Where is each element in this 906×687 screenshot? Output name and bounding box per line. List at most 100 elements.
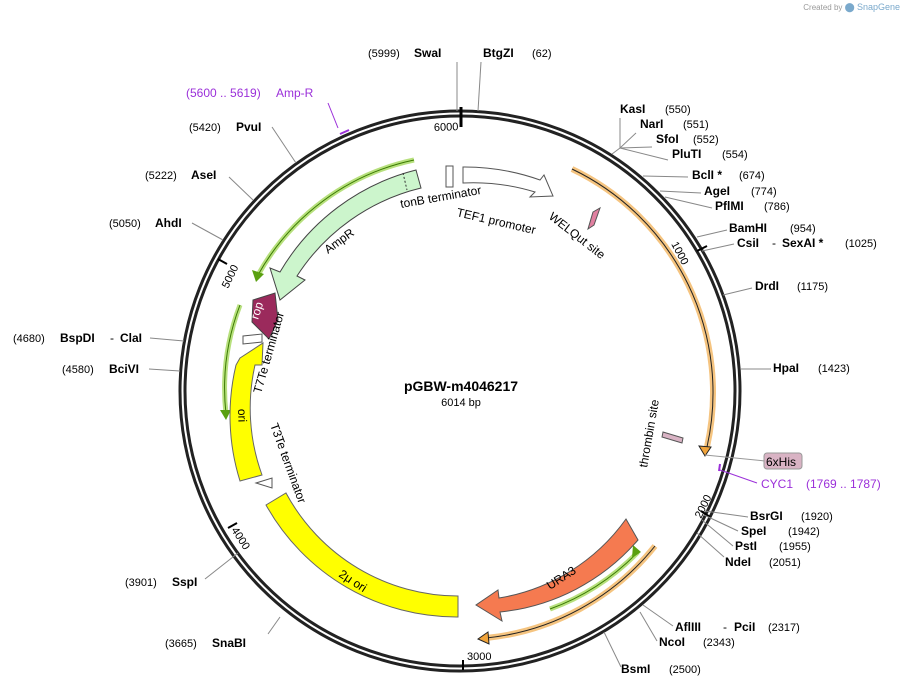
site-drdi-pos: (1175) [797, 281, 828, 293]
plasmid-length: 6014 bp [441, 397, 481, 409]
site-sfoi-name[interactable]: SfoI [656, 132, 679, 146]
site-nari-pos: (551) [683, 119, 709, 131]
welqut-site-feature[interactable] [587, 206, 601, 231]
site-afliii-separator: - [723, 620, 727, 634]
site-bspdi-separator: - [110, 331, 114, 345]
site-sspi-pos: (3901) [125, 577, 157, 589]
tef1-promoter-feature[interactable] [462, 166, 554, 198]
site-bsrgi-pos: (1920) [801, 511, 833, 523]
site-psti-pos: (1955) [779, 541, 811, 553]
site-btgzi-name[interactable]: BtgZI [483, 46, 514, 60]
t7te-terminator-feature[interactable] [242, 333, 263, 345]
site-snabi-name[interactable]: SnaBI [212, 636, 246, 650]
site-bamhi-pos: (954) [790, 223, 816, 235]
site-psti-name[interactable]: PstI [735, 539, 757, 553]
his-tag-badge[interactable] [763, 452, 803, 470]
t3te-terminator-label: T3Te terminator [267, 421, 309, 505]
site-asei-pos: (5222) [145, 170, 177, 182]
site-hpai-pos: (1423) [818, 363, 850, 375]
site-pluti-pos: (554) [722, 149, 748, 161]
credit-brand: SnapGene [856, 2, 900, 12]
site-ndei-pos: (2051) [769, 557, 801, 569]
tef1-promoter-label: TEF1 promoter [455, 205, 537, 237]
site-bcivi-name[interactable]: BciVI [109, 362, 139, 376]
tick-label-5000: 5000 [220, 263, 242, 290]
credit-created-by: Created by [803, 3, 843, 12]
site-pflmi-name[interactable]: PflMI [715, 199, 744, 213]
site-leader-lines [148, 61, 771, 668]
site-bsmi-name[interactable]: BsmI [621, 662, 650, 676]
rop-label: rop [248, 300, 267, 321]
site-btgzi-pos: (62) [532, 48, 552, 60]
site-sspi-name[interactable]: SspI [172, 575, 197, 589]
tick-mark-5000 [217, 258, 228, 265]
thrombin-site-feature[interactable] [661, 431, 684, 444]
site-swai-name[interactable]: SwaI [414, 46, 441, 60]
site-spei-name[interactable]: SpeI [741, 524, 766, 538]
site-drdi-name[interactable]: DrdI [755, 279, 779, 293]
site-swai-pos: (5999) [368, 48, 400, 60]
site-afliii-pos: (2317) [768, 622, 800, 634]
site-nari-name[interactable]: NarI [640, 117, 663, 131]
site-snabi-pos: (3665) [165, 638, 197, 650]
tick-mark-1000 [696, 245, 708, 252]
site-bcivi-pos: (4580) [62, 364, 94, 376]
primer-cyc1-mark[interactable] [718, 463, 721, 472]
site-agei-pos: (774) [751, 186, 777, 198]
site-pflmi-pos: (786) [764, 201, 790, 213]
primer-amp-r-range: (5600 .. 5619) [186, 86, 261, 100]
primer-amp-r-mark[interactable] [339, 129, 350, 135]
rop-feature[interactable] [251, 292, 279, 340]
snapgene-logo-icon: ⬤ [844, 2, 855, 12]
site-bsrgi-name[interactable]: BsrGI [750, 509, 783, 523]
site-kasi-name[interactable]: KasI [620, 102, 645, 116]
site-ncoi-pos: (2343) [703, 637, 735, 649]
site-csii-separator: - [772, 236, 776, 250]
site-sfoi-pos: (552) [693, 134, 719, 146]
site-bamhi-name[interactable]: BamHI [729, 221, 767, 235]
site-agei-name[interactable]: AgeI [704, 184, 730, 198]
site-ahdi-name[interactable]: AhdI [155, 216, 182, 230]
site-pcii-name[interactable]: PciI [734, 620, 755, 634]
site-asei-name[interactable]: AseI [191, 168, 216, 182]
site-clai-name[interactable]: ClaI [120, 331, 142, 345]
ori-feature[interactable] [229, 342, 264, 482]
tick-label-4000: 4000 [228, 525, 251, 552]
site-pvui-name[interactable]: PvuI [236, 120, 261, 134]
primer-cyc1-name: CYC1 [761, 477, 793, 491]
site-afliii-name[interactable]: AflIII [675, 620, 701, 634]
ura3-feature[interactable] [475, 518, 639, 623]
site-sexai-name[interactable]: SexAI * [782, 236, 824, 250]
tick-label-6000: 6000 [434, 121, 459, 134]
site-bspdi-pos: (4680) [13, 333, 45, 345]
ampr-feature[interactable] [269, 169, 422, 301]
two-micron-ori-feature[interactable] [265, 492, 459, 618]
site-ahdi-pos: (5050) [109, 218, 141, 230]
orf-arc-right [570, 166, 716, 448]
primer-amp-r-name: Amp-R [276, 86, 314, 100]
site-bcli-name[interactable]: BclI * [692, 168, 722, 182]
site-pluti-name[interactable]: PluTI [672, 147, 701, 161]
thrombin-site-label: thrombin site [636, 398, 662, 468]
site-ncoi-name[interactable]: NcoI [659, 635, 685, 649]
snapgene-credit: Created by ⬤ SnapGene [803, 2, 900, 13]
t3te-terminator-feature[interactable] [254, 477, 273, 489]
tick-mark-2000 [700, 510, 711, 518]
welqut-site-label: WELQut site [546, 209, 608, 262]
site-bsmi-pos: (2500) [669, 664, 701, 676]
site-csii-pos: (1025) [845, 238, 877, 250]
his-tag-label: 6xHis [766, 455, 796, 469]
site-bspdi-name[interactable]: BspDI [60, 331, 95, 345]
ori-label: ori [235, 409, 249, 423]
site-csii-name[interactable]: CsiI [737, 236, 759, 250]
site-spei-pos: (1942) [788, 526, 820, 538]
site-pvui-pos: (5420) [189, 122, 221, 134]
site-kasi-pos: (550) [665, 104, 691, 116]
plasmid-name: pGBW-m4046217 [404, 378, 518, 394]
site-ndei-name[interactable]: NdeI [725, 555, 751, 569]
site-hpai-name[interactable]: HpaI [773, 361, 799, 375]
tick-mark-4000 [227, 522, 238, 529]
primer-cyc1-range: (1769 .. 1787) [806, 477, 881, 491]
tonb-terminator-feature[interactable] [445, 165, 454, 188]
